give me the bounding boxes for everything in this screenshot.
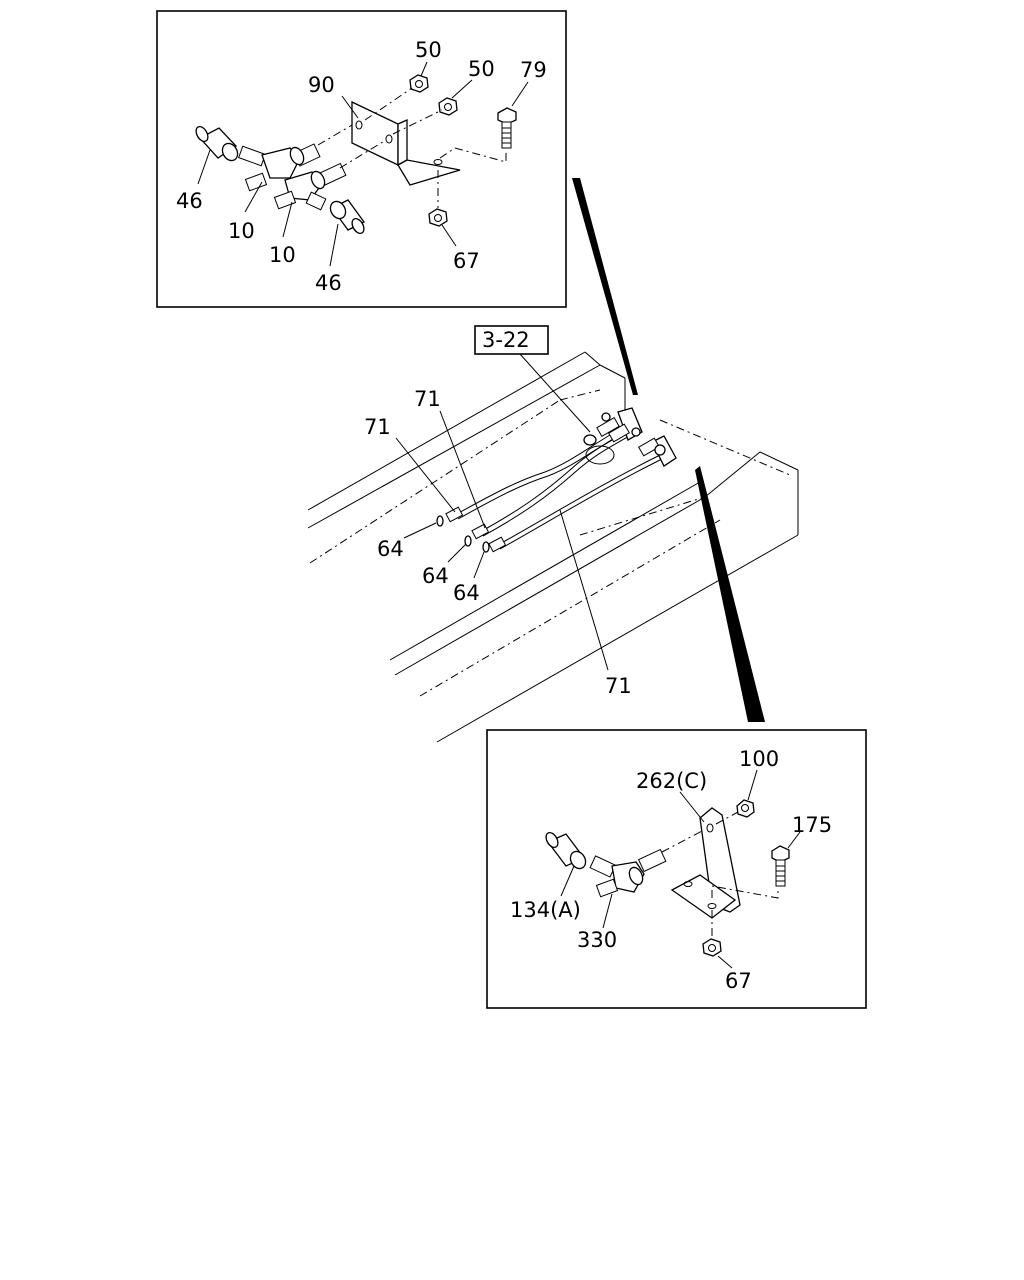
brake-pipes-71	[445, 429, 663, 553]
frame-rails	[307, 351, 799, 743]
nut-100	[736, 799, 755, 818]
label-part-71-a: 71	[364, 415, 391, 439]
dash-330-262	[661, 829, 705, 853]
connector-134-a	[545, 831, 587, 870]
leader-175	[787, 831, 801, 849]
label-part-67-upper: 67	[453, 249, 480, 273]
bolt-79	[497, 107, 517, 149]
label-part-330: 330	[577, 928, 617, 952]
nut-67-lower	[702, 910, 722, 957]
label-part-134-a: 134(A)	[510, 898, 581, 922]
leader-64a	[403, 522, 437, 539]
label-reference-3-22: 3-22	[482, 328, 530, 352]
fitting-330	[589, 848, 667, 898]
leader-71a	[395, 437, 456, 513]
leader-71b	[439, 410, 486, 529]
leader-ref	[519, 353, 591, 433]
top-inset-frame	[156, 10, 567, 308]
label-part-46-left: 46	[176, 189, 203, 213]
label-part-10-lower: 10	[269, 243, 296, 267]
leader-10b	[282, 201, 293, 238]
bracket-90	[351, 100, 461, 186]
leader-71c	[559, 509, 609, 671]
leader-90	[341, 95, 359, 119]
leader-79	[511, 81, 529, 107]
main-assembly-view: 3-22 71 71 71 64 64 64	[307, 325, 799, 743]
nut-50-upper	[409, 74, 429, 93]
leader-50b	[451, 79, 473, 99]
connector-46-right	[329, 199, 365, 235]
leader-10a	[244, 181, 263, 213]
mounted-bracket-assembly	[583, 407, 677, 467]
label-part-175: 175	[792, 813, 832, 837]
reference-box-3-22	[474, 325, 549, 355]
label-part-10-upper: 10	[228, 219, 255, 243]
label-part-90: 90	[308, 73, 335, 97]
gaskets-64	[436, 515, 490, 553]
label-part-64-a: 64	[377, 537, 404, 561]
top-detail-inset: 90 50 50 79 46 10 10 46 67	[156, 10, 567, 308]
label-part-64-b: 64	[422, 564, 449, 588]
label-part-64-c: 64	[453, 581, 480, 605]
tee-fitting-10-upper	[238, 143, 321, 192]
dash-bolt-79	[439, 147, 507, 163]
leader-64b	[447, 543, 467, 563]
tee-fitting-10-lower	[273, 162, 347, 211]
leader-50a	[420, 61, 428, 77]
leader-100	[747, 769, 758, 801]
bottom-inset-frame	[486, 729, 867, 1009]
label-part-262-c: 262(C)	[636, 769, 707, 793]
leader-134	[560, 865, 575, 897]
bottom-detail-inset: 262(C) 100 175 134(A) 330 67	[486, 729, 867, 1009]
label-part-67-lower: 67	[725, 969, 752, 993]
nut-67-upper	[428, 170, 448, 227]
label-part-71-b: 71	[414, 387, 441, 411]
label-part-50-upper: 50	[415, 38, 442, 62]
label-part-100: 100	[739, 747, 779, 771]
leader-262	[679, 791, 705, 823]
dash-tee-bracket-a	[317, 124, 353, 146]
leader-46a	[197, 149, 211, 185]
bolt-175	[771, 845, 790, 887]
label-part-50-lower: 50	[468, 57, 495, 81]
bracket-262-c	[670, 807, 741, 919]
connector-46-left	[195, 125, 239, 162]
leader-64c	[473, 551, 485, 579]
callout-wedge-bottom	[695, 466, 765, 722]
label-part-79: 79	[520, 58, 547, 82]
leader-330	[602, 893, 613, 929]
label-part-71-c: 71	[605, 674, 632, 698]
leader-46b	[329, 223, 339, 267]
dash-bolt-175	[711, 885, 779, 899]
callout-wedge-top	[572, 178, 638, 395]
leader-67b	[717, 955, 733, 969]
label-part-46-right: 46	[315, 271, 342, 295]
leader-67a	[441, 224, 457, 247]
dash-262-100	[715, 811, 739, 825]
nut-50-lower	[438, 97, 458, 116]
